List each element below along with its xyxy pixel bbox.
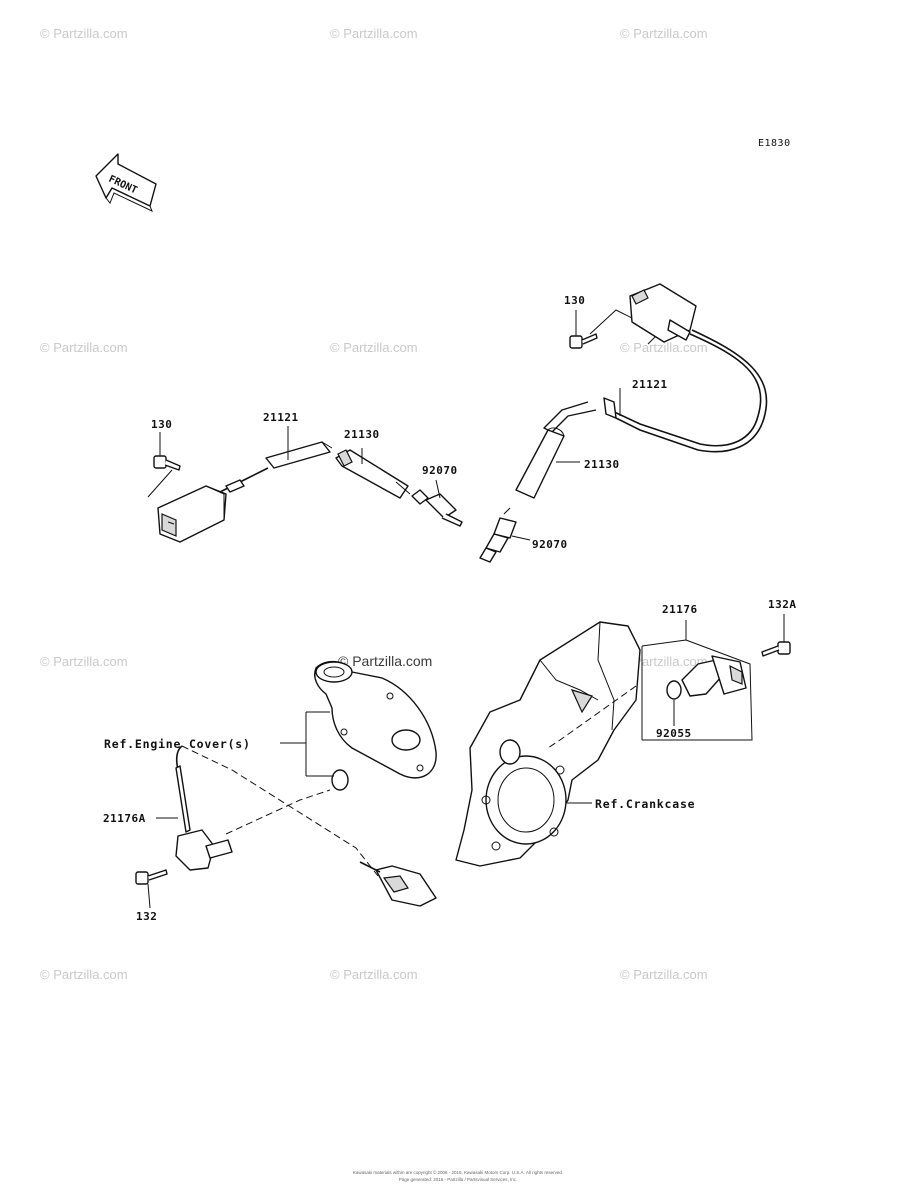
right-ignition-coil-assembly [479,283,768,563]
watermark: © Partzilla.com [40,340,128,355]
label-oring-right: 92055 [656,727,692,740]
label-left-plug: 92070 [422,464,458,477]
bolt-icon [153,455,181,471]
copyright-footer: Kawasaki materials within are copyright … [353,1169,563,1182]
label-ref-engine-cover: Ref.Engine Cover(s) [104,737,251,751]
o-ring-icon [666,680,682,700]
watermark: © Partzilla.com [330,26,418,41]
label-sensor-right: 21176 [662,603,698,616]
engine-cover-outline [305,661,437,791]
watermark: © Partzilla.com [40,654,128,669]
watermark: © Partzilla.com [40,26,128,41]
bolt-icon [569,333,598,349]
watermark: © Partzilla.com [330,340,418,355]
label-right-cap: 21121 [632,378,668,391]
watermark: © Partzilla.com [620,967,708,982]
label-right-bolt: 130 [564,294,585,307]
front-arrow: FRONT [95,153,157,212]
left-ignition-coil-assembly [147,426,463,543]
watermark-grid: © Partzilla.com © Partzilla.com © Partzi… [40,26,708,982]
label-sensor-right-bolt: 132A [768,598,797,611]
watermark: © Partzilla.com [620,340,708,355]
label-right-plug: 92070 [532,538,568,551]
diagram-code: E1830 [758,138,791,149]
label-ref-crankcase: Ref.Crankcase [595,797,695,811]
watermark: © Partzilla.com [40,967,128,982]
footer-line: Kawasaki materials within are copyright … [353,1169,563,1175]
label-sensor-left-bolt: 132 [136,910,157,923]
crank-sensor-right [547,614,791,749]
watermark: © Partzilla.com [330,967,418,982]
o-ring-icon [331,769,349,791]
crankcase-outline [455,621,641,867]
watermark-center: © Partzilla.com [338,653,432,669]
label-left-boot: 21130 [344,428,380,441]
part-labels: 130 21121 21130 92070 130 21121 21130 92… [103,294,797,923]
speed-sensor-left [135,745,437,909]
bolt-icon [761,641,791,657]
label-left-cap: 21121 [263,411,299,424]
watermark: © Partzilla.com [620,26,708,41]
label-right-boot: 21130 [584,458,620,471]
footer-line: Page generated: 2016 - Partzilla / Parts… [399,1177,518,1182]
label-sensor-left: 21176A [103,812,146,825]
label-left-bolt: 130 [151,418,172,431]
bolt-icon [135,869,168,885]
